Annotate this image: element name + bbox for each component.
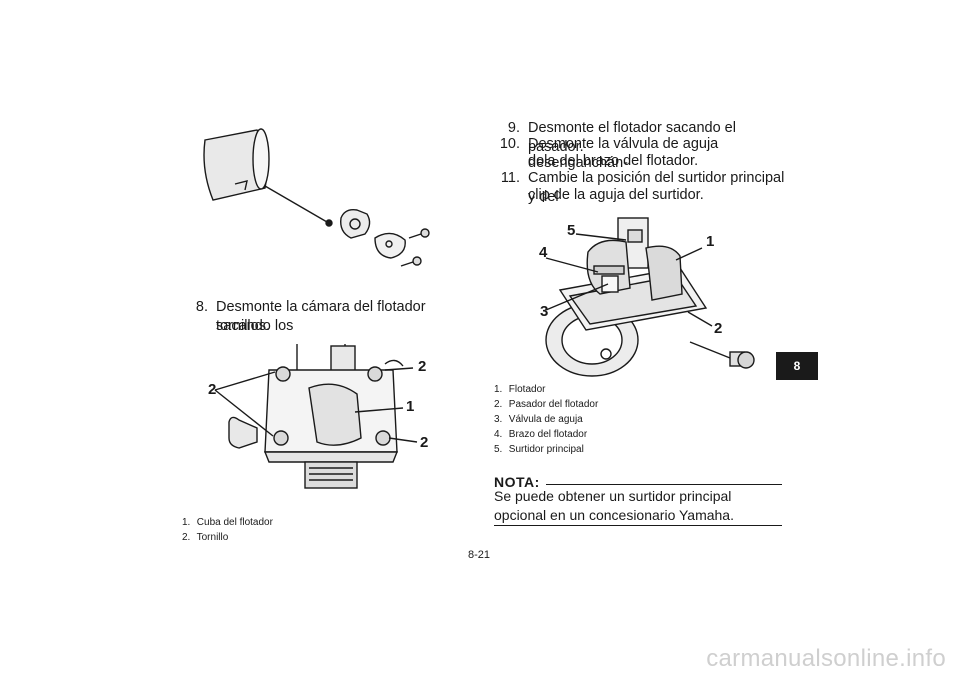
caption-item: 2. Pasador del flotador <box>494 399 599 410</box>
callout-5: 5 <box>567 222 576 239</box>
figure-float-chamber <box>214 344 418 489</box>
caption-item: 5. Surtidor principal <box>494 444 584 455</box>
section-tab[interactable]: 8 <box>776 352 818 380</box>
step-text-line2: dola del brazo del flotador. <box>528 153 699 169</box>
step-number: 10. <box>499 136 520 152</box>
step-text-line1: Desmonte la cámara del flotador sacando … <box>216 299 426 334</box>
callout-1: 1 <box>406 398 415 415</box>
step-text-line2: tornillos. <box>216 318 270 334</box>
callout-2-bottom-right: 2 <box>420 434 429 451</box>
callout-2-left: 2 <box>208 381 217 398</box>
callout-2: 2 <box>714 320 723 337</box>
caption-item: 3. Válvula de aguja <box>494 414 583 425</box>
note-heading: NOTA: <box>494 474 540 490</box>
figure2-captions: 1. Cuba del flotador 2. Tornillo <box>182 515 273 545</box>
step-text-line1: Desmonte la válvula de aguja desenganchá… <box>528 136 719 171</box>
step-text-line2: clip de la aguja del surtidor. <box>528 187 704 203</box>
caption-item: 1. Cuba del flotador <box>182 517 273 528</box>
caption-item: 2. Tornillo <box>182 532 229 543</box>
watermark-text: carmanualsonline.info <box>706 645 946 672</box>
note-top-rule <box>546 484 782 485</box>
page-number: 8-21 <box>468 549 491 561</box>
callout-2-top-right: 2 <box>418 358 427 375</box>
caption-item: 4. Brazo del flotador <box>494 429 588 440</box>
figure-carburetor-float <box>545 217 755 377</box>
figure-throttle-valve-exploded <box>203 128 430 267</box>
step-text-line1: Cambie la posición del surtidor principa… <box>528 170 785 205</box>
step-number: 8. <box>195 299 208 315</box>
caption-item: 1. Flotador <box>494 384 546 395</box>
callout-3: 3 <box>540 303 549 320</box>
note-bottom-rule <box>494 525 782 526</box>
step-number: 11. <box>500 170 520 186</box>
callout-4: 4 <box>539 244 548 261</box>
step-number: 9. <box>507 120 520 136</box>
callout-1: 1 <box>706 233 715 250</box>
step-text-line1: Desmonte el flotador sacando el pasador. <box>528 120 736 155</box>
note-text: Se puede obtener un surtidor principal o… <box>494 488 734 523</box>
figure3-captions: 1. Flotador 2. Pasador del flotador 3. V… <box>494 382 598 457</box>
